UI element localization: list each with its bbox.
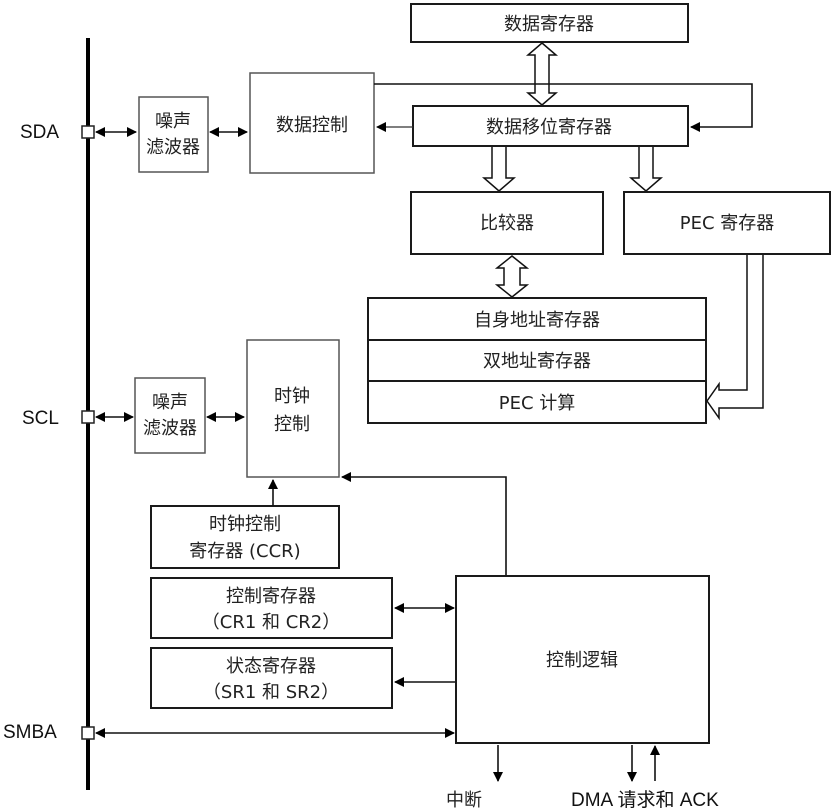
ccr-label-2: 寄存器 (CCR) — [189, 541, 300, 562]
dual-address-register-label: 双地址寄存器 — [483, 351, 591, 372]
control-logic-label: 控制逻辑 — [546, 650, 618, 671]
scl-pin — [81, 410, 95, 424]
own-address-register-box — [367, 297, 707, 341]
smba-pin — [81, 726, 95, 740]
comparator-address-bus-arrow — [494, 255, 530, 298]
data-register-box — [410, 3, 689, 43]
interrupt-label: 中断 — [446, 790, 482, 811]
control-register-label-1: 控制寄存器 — [226, 586, 316, 607]
shiftreg-comparator-bus-arrow — [481, 147, 517, 192]
datareg-shiftreg-bus-arrow — [525, 42, 559, 106]
datacontrol-shiftreg-loop-arrow — [374, 83, 753, 132]
pec-register-box — [623, 191, 831, 255]
data-register-label: 数据寄存器 — [504, 14, 594, 35]
noise-filter-sda-box — [138, 96, 209, 173]
noise-filter-sda-label-2: 滤波器 — [146, 137, 200, 158]
noise-filter-scl-label-1: 噪声 — [152, 392, 188, 413]
pecreg-peccalc-bus-arrow — [706, 255, 764, 421]
ccr-label-1: 时钟控制 — [209, 514, 281, 535]
scl-label: SCL — [22, 408, 59, 429]
pec-register-label: PEC 寄存器 — [680, 213, 775, 234]
sda-pin — [81, 125, 95, 139]
noise-filter-scl-box — [134, 377, 206, 454]
comparator-label: 比较器 — [480, 213, 534, 234]
noise-filter-scl-label-2: 滤波器 — [143, 418, 197, 439]
dma-ack-label: DMA 请求和 ACK — [571, 789, 719, 811]
controllogic-clockcontrol-arrow — [341, 472, 507, 576]
control-register-label-2: （CR1 和 CR2） — [202, 612, 341, 633]
clock-control-label-2: 控制 — [274, 414, 310, 435]
control-register-box — [150, 577, 393, 639]
status-register-label-2: （SR1 和 SR2） — [203, 682, 339, 703]
own-address-register-label: 自身地址寄存器 — [474, 310, 600, 331]
ccr-box — [150, 505, 340, 569]
clock-control-box — [246, 339, 340, 478]
comparator-box — [410, 191, 604, 255]
control-logic-box — [455, 575, 710, 744]
data-control-box — [249, 72, 375, 174]
shiftreg-pecreg-bus-arrow — [628, 147, 664, 192]
status-register-label-1: 状态寄存器 — [226, 656, 316, 677]
pec-calculation-box — [367, 380, 707, 424]
pec-calculation-label: PEC 计算 — [499, 393, 576, 414]
clock-control-label-1: 时钟 — [274, 386, 310, 407]
smba-label: SMBA — [3, 722, 57, 743]
data-shift-register-box — [412, 105, 689, 147]
status-register-box — [150, 647, 393, 709]
sda-label: SDA — [20, 122, 59, 143]
dual-address-register-box — [367, 339, 707, 382]
data-control-label: 数据控制 — [276, 115, 348, 136]
noise-filter-sda-label-1: 噪声 — [155, 111, 191, 132]
data-shift-register-label: 数据移位寄存器 — [486, 117, 612, 138]
